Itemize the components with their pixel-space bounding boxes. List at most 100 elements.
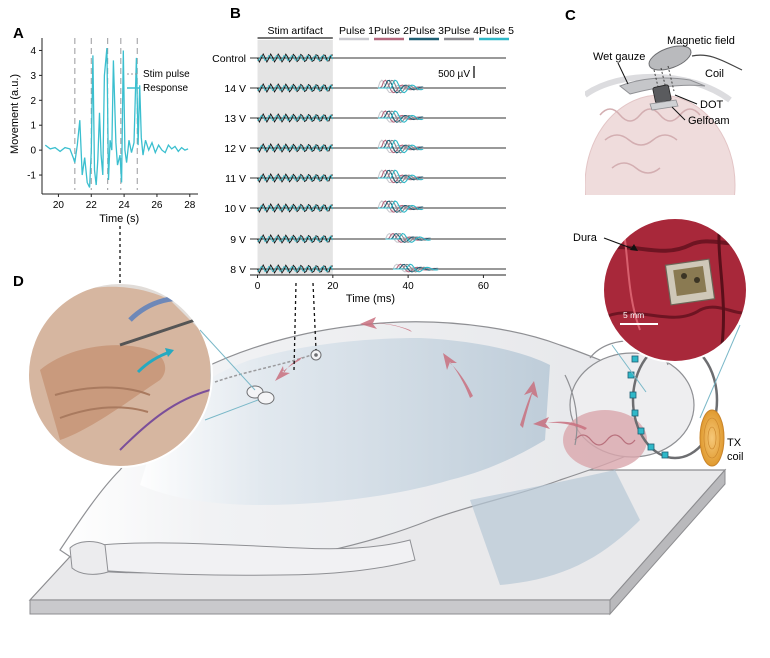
b-artifact-trace-2 xyxy=(257,144,334,152)
neck xyxy=(564,374,578,446)
b-artifact-trace-2 xyxy=(257,265,334,273)
bed-edge xyxy=(29,599,611,615)
a-y-tick-label: 2 xyxy=(30,96,36,107)
b-artifact-trace xyxy=(257,172,333,184)
dura-arrow xyxy=(603,237,637,251)
photo-right-circle: 5 mm xyxy=(602,217,748,419)
tx-coil-label-2: coil xyxy=(727,451,744,463)
b-row-label: 11 V xyxy=(225,173,246,185)
b-scale-bar-label: 500 µV xyxy=(438,69,470,80)
chest-electrode xyxy=(246,349,322,405)
tx-coil-rings xyxy=(703,417,721,459)
b-response-trace xyxy=(378,79,424,94)
sheet xyxy=(470,470,640,585)
b-row-label: 14 V xyxy=(224,83,246,95)
b-response-trace xyxy=(378,200,424,213)
b-response-trace xyxy=(378,110,424,123)
b-artifact-trace xyxy=(257,82,333,94)
b-x-tick-label: 40 xyxy=(403,281,415,292)
panel-letter-a: A xyxy=(13,25,24,42)
photo-scale-label: 5 mm xyxy=(623,310,644,320)
a-x-tick-label: 26 xyxy=(151,200,163,211)
b-artifact-trace-2 xyxy=(257,174,334,182)
b-response-trace xyxy=(378,200,424,213)
panel-letter-b: B xyxy=(230,5,241,22)
flow-arrow-4 xyxy=(275,357,302,381)
b-response-trace xyxy=(393,263,439,273)
label-coil: Coil xyxy=(705,68,724,80)
a-x-tick-label: 20 xyxy=(53,200,65,211)
b-legend-pulse-label: Pulse 4 xyxy=(444,25,479,37)
panel-letter-d: D xyxy=(13,273,24,290)
b-artifact-trace xyxy=(257,263,333,275)
flow-arrow-3 xyxy=(360,317,412,332)
arm xyxy=(94,539,416,576)
b-row-label: 10 V xyxy=(224,203,246,215)
b-artifact-trace xyxy=(257,233,333,245)
photo-left-circle xyxy=(27,282,259,468)
b-row-label: Control xyxy=(212,53,246,65)
b-legend-pulse-label: Pulse 3 xyxy=(409,25,444,37)
flow-arrow-1 xyxy=(520,381,538,428)
a-x-tick-label: 22 xyxy=(86,200,98,211)
a-x-tick-label: 28 xyxy=(184,200,196,211)
b-row-label: 9 V xyxy=(230,234,246,246)
gelfoam xyxy=(649,99,679,111)
skull-c xyxy=(585,73,732,103)
b-response-trace xyxy=(378,169,424,184)
cable xyxy=(214,351,321,383)
b-x-tick-label: 60 xyxy=(478,281,490,292)
b-artifact-trace xyxy=(257,52,333,64)
label-gelfoam: Gelfoam xyxy=(688,115,730,127)
b-artifact-trace-2 xyxy=(257,235,334,243)
b-legend-pulse-label: Pulse 5 xyxy=(479,25,514,37)
a-x-tick-label: 24 xyxy=(119,200,131,211)
b-response-trace xyxy=(378,139,424,154)
b-row-label: 13 V xyxy=(224,113,246,125)
label-dot: DOT xyxy=(700,99,724,111)
hand xyxy=(69,541,109,575)
panel-d-illustration: TX coil xyxy=(28,317,744,616)
b-artifact-trace xyxy=(257,142,333,154)
b-artifact-trace-2 xyxy=(257,84,334,92)
bed-side xyxy=(609,468,726,616)
a-y-tick-label: 4 xyxy=(30,46,36,57)
b-stim-artifact-label: Stim artifact xyxy=(267,25,323,37)
gown xyxy=(140,338,550,505)
b-response-trace xyxy=(378,169,424,184)
b-artifact-trace-2 xyxy=(257,54,334,62)
label-wet-gauze: Wet gauze xyxy=(593,51,645,63)
b-response-trace xyxy=(378,79,424,94)
a-x-label: Time (s) xyxy=(99,213,139,225)
connector-lines xyxy=(119,226,317,371)
a-response-line xyxy=(44,47,189,188)
b-artifact-trace-2 xyxy=(257,114,334,122)
flow-arrow-5 xyxy=(533,417,587,430)
b-response-trace xyxy=(385,232,431,243)
coil-wire xyxy=(691,54,743,71)
flow-arrow-2 xyxy=(443,353,473,398)
brain-gyri xyxy=(574,434,636,446)
gyri-c xyxy=(599,108,701,174)
flow-arrows xyxy=(275,317,587,430)
b-x-tick-label: 20 xyxy=(327,281,339,292)
b-x-label: Time (ms) xyxy=(346,293,395,305)
a-legend-response-label: Response xyxy=(143,83,188,94)
leader-wet-gauze xyxy=(617,62,629,85)
tx-coil xyxy=(699,409,725,467)
panel-c: Wet gauze Magnetic field Coil DOT Gelfoa… xyxy=(585,35,743,195)
label-magnetic-field: Magnetic field xyxy=(667,35,735,47)
a-y-tick-label: 0 xyxy=(30,146,36,157)
tx-coil-label-1: TX xyxy=(727,437,742,449)
coil-c xyxy=(648,45,692,71)
dot-device xyxy=(652,84,672,104)
b-legend-pulse-label: Pulse 2 xyxy=(374,25,409,37)
b-x-tick-label: 0 xyxy=(255,281,261,292)
a-legend-stim-label: Stim pulse xyxy=(143,69,190,80)
leader-gelfoam xyxy=(671,106,686,121)
panel-letter-c: C xyxy=(565,7,576,24)
b-row-label: 8 V xyxy=(230,264,246,276)
